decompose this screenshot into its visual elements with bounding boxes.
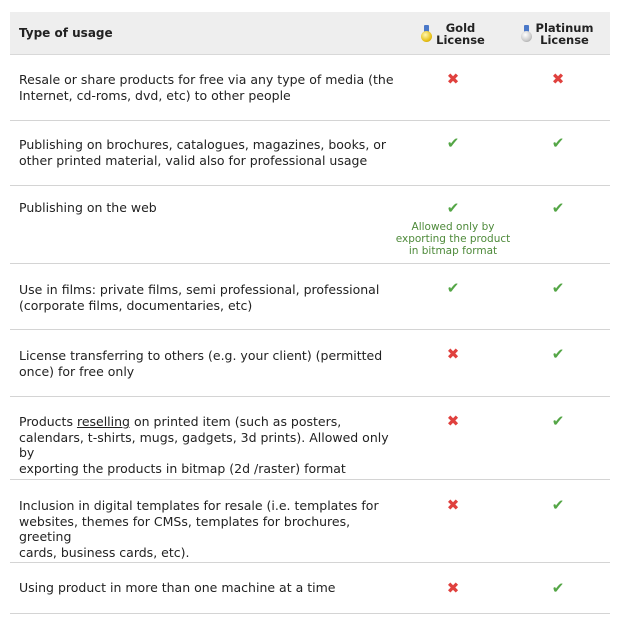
gold-license-header: Gold License [398, 19, 508, 49]
gold-status-icon cross-icon: ✖ [446, 345, 460, 363]
platinum-license-label: Platinum License [535, 21, 594, 47]
table-row: Publishing on the web ✔ Allowed only by … [10, 186, 610, 264]
platinum-status-icon check-icon: ✔ [551, 279, 565, 297]
usage-description: Using product in more than one machine a… [19, 580, 336, 595]
usage-description: Products reselling on printed item (such… [19, 414, 389, 476]
gold-license-label: Gold License [436, 21, 485, 47]
usage-description: Inclusion in digital templates for resal… [19, 498, 379, 560]
type-of-usage-header: Type of usage [19, 26, 113, 40]
platinum-status-icon check-icon: ✔ [551, 496, 565, 514]
usage-description: License transferring to others (e.g. you… [19, 348, 383, 379]
gold-status-icon check-icon: ✔ [446, 134, 460, 152]
platinum-status-icon cross-icon: ✖ [551, 70, 565, 88]
table-header: Type of usage Gold License Platinum Lice… [10, 12, 610, 55]
gold-medal-icon [421, 25, 433, 43]
gold-status-icon cross-icon: ✖ [446, 412, 460, 430]
gold-status-icon cross-icon: ✖ [446, 579, 460, 597]
platinum-status-icon check-icon: ✔ [551, 134, 565, 152]
reselling-underlined: reselling [76, 414, 130, 429]
usage-description: Publishing on brochures, catalogues, mag… [19, 137, 387, 168]
platinum-status-icon check-icon: ✔ [551, 199, 565, 217]
table-row: Products reselling on printed item (such… [10, 397, 610, 480]
gold-status-icon check-icon: ✔ [446, 279, 460, 297]
gold-status-icon cross-icon: ✖ [446, 496, 460, 514]
table-row: Using product in more than one machine a… [10, 563, 610, 614]
platinum-status-icon check-icon: ✔ [551, 345, 565, 363]
usage-description: Publishing on the web [19, 200, 157, 215]
usage-description: Use in films: private films, semi profes… [19, 282, 380, 313]
table-row: Resale or share products for free via an… [10, 55, 610, 121]
table-row: Use in films: private films, semi profes… [10, 264, 610, 330]
table-row: Inclusion in digital templates for resal… [10, 480, 610, 563]
gold-condition-note: Allowed only by exporting the product in… [395, 221, 511, 257]
platinum-status-icon check-icon: ✔ [551, 579, 565, 597]
table-row: Publishing on brochures, catalogues, mag… [10, 121, 610, 186]
gold-status-icon cross-icon: ✖ [446, 70, 460, 88]
platinum-license-header: Platinum License [502, 19, 612, 49]
license-comparison-table: Type of usage Gold License Platinum Lice… [10, 12, 610, 614]
gold-status-icon check-icon: ✔ [446, 199, 460, 217]
usage-description: Resale or share products for free via an… [19, 72, 394, 103]
platinum-medal-icon [520, 25, 532, 43]
table-row: License transferring to others (e.g. you… [10, 330, 610, 397]
platinum-status-icon check-icon: ✔ [551, 412, 565, 430]
